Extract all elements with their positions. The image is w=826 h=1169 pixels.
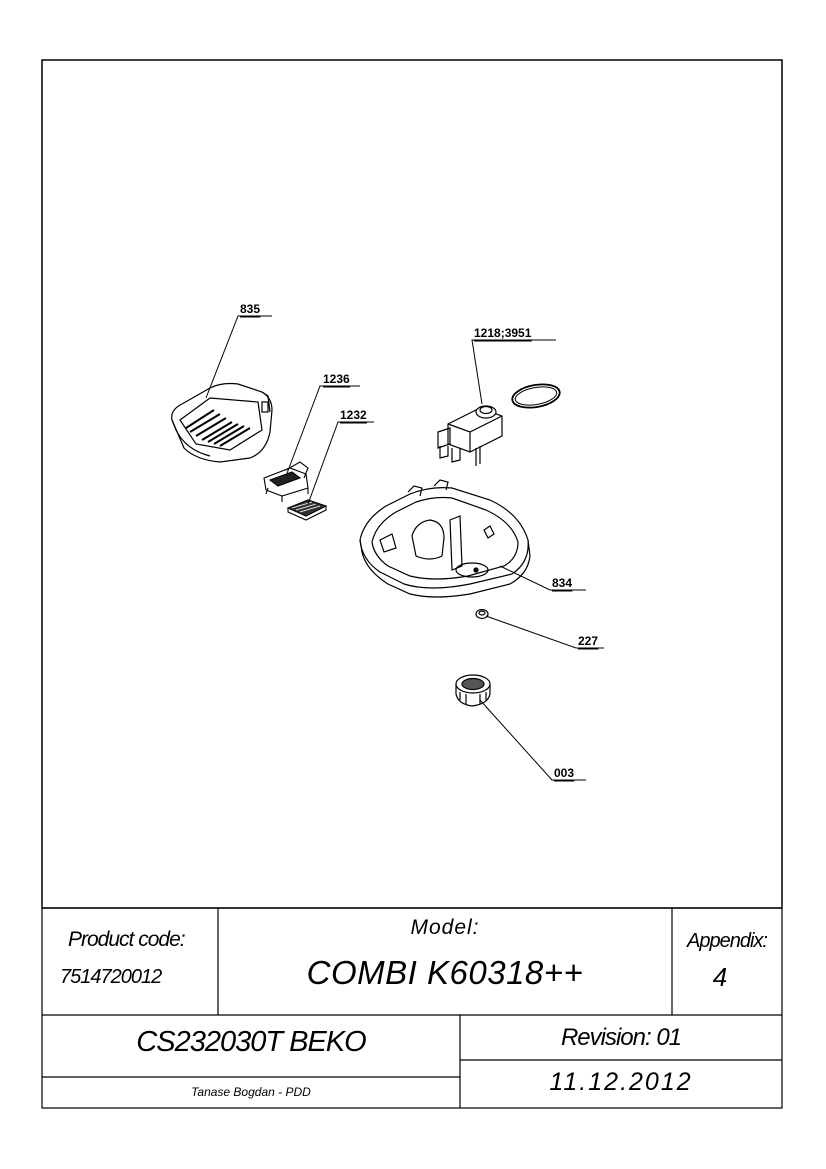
appendix-value: 4 [712,962,728,992]
revision: Revision: 01 [560,1024,682,1051]
leader-lines [205,315,604,781]
sheet-border [41,59,783,909]
drawing-code: CS232030T BEKO [136,1026,366,1058]
title-block-frame [41,907,783,1109]
author: Tanase Bogdan - PDD [191,1085,311,1099]
part-1218-3951-valve [437,383,561,466]
part-227-nut [475,608,489,620]
part-1236-bracket [263,461,309,502]
part-835-tray [171,382,273,463]
model-value: COMBI K60318++ [306,954,584,991]
appendix-label: Appendix: [687,930,768,952]
product-code-value: 7514720012 [60,966,162,988]
part-834-housing [359,479,531,598]
part-003-knob [455,674,491,707]
drawing-date: 11.12.2012 [549,1068,693,1096]
model-label: Model: [410,916,480,939]
part-1232-grille [286,499,328,521]
product-code-label: Product code: [68,928,186,951]
